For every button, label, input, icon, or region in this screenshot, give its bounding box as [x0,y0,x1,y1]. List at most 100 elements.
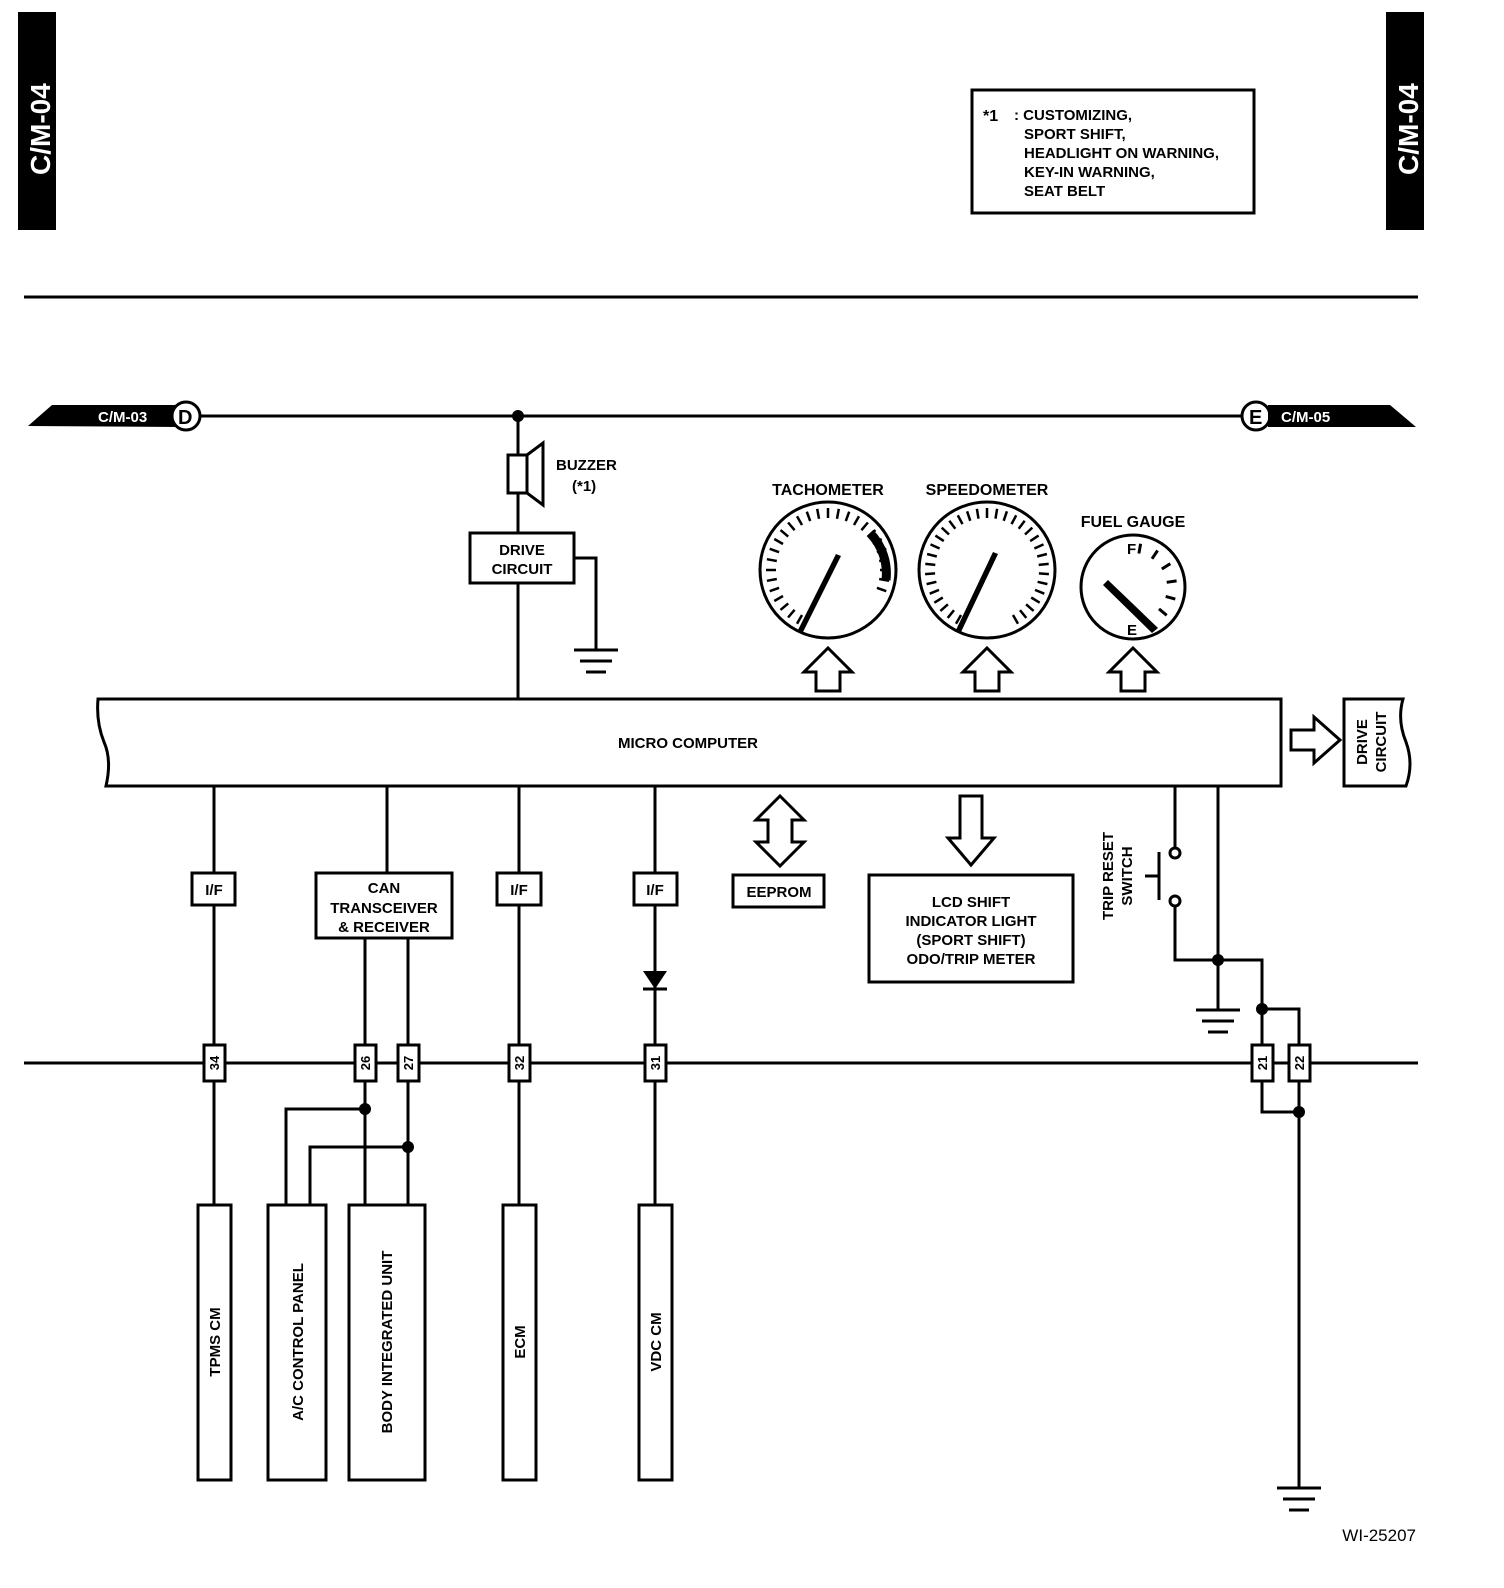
gauge-tick [994,508,999,519]
gauge-tick [1017,520,1026,530]
arrow-to-fuel-gauge [1105,645,1161,693]
bus-left-letter: D [178,407,192,429]
gauge-tick [1029,534,1040,543]
gauge-tick [1165,594,1176,601]
gauge-tick [860,521,869,532]
fuel-full-mark: F [1127,541,1136,558]
page-tab-left: C/M-04 [18,12,56,230]
gauge-tick [1034,588,1045,595]
gauge-tick [852,515,861,526]
arrow-to-drive-circuit [1289,713,1343,767]
gauge-tick [925,572,936,576]
svg-text:34: 34 [207,1055,222,1070]
gauge-tick [1038,572,1049,576]
gauge-tick [844,511,851,522]
gauge-tick [929,543,941,550]
svg-text:BODY INTEGRATED UNIT: BODY INTEGRATED UNIT [379,1251,396,1434]
svg-text:21: 21 [1255,1056,1270,1070]
note-line-4: KEY-IN WARNING, [1024,164,1155,181]
gauge-tick [1002,510,1009,522]
pin-31: 31 [643,1043,668,1083]
gauge-tick [769,586,780,593]
note-line-1: : CUSTOMIZING, [1014,107,1132,124]
svg-text:31: 31 [648,1056,663,1070]
gauge-tick [766,557,778,563]
gauge-tick [939,603,949,612]
gauge-tick [1024,526,1034,536]
note-marker: *1 [983,108,998,125]
gauge-tick [965,510,972,522]
buzzer-icon [506,416,545,533]
speedometer-label: SPEEDOMETER [926,482,1049,499]
can-branch: CAN TRANSCEIVER & RECEIVER [284,786,454,1205]
gauge-tick [1166,579,1177,584]
tachometer-icon [758,500,898,640]
gauge-tick [1019,609,1028,619]
gauge-tick [1030,596,1041,604]
arrow-to-tachometer [800,645,856,693]
speedometer-icon [917,500,1057,640]
gauge-tick [934,534,945,543]
gauge-tick [835,508,841,520]
pin-21: 21 [1250,1043,1275,1083]
trip-switch-line1: TRIP RESET [1100,832,1117,920]
buzzer-note: (*1) [572,478,596,495]
svg-text:VDC CM: VDC CM [648,1312,665,1371]
bus-left-ref: C/M-03 [98,409,147,426]
lcd-line-4: ODO/TRIP METER [907,951,1036,968]
lcd-box: LCD SHIFT INDICATOR LIGHT (SPORT SHIFT) … [867,873,1075,984]
pin-27: 27 [396,1043,421,1083]
gauge-tick [975,508,980,519]
if-label-ecm: I/F [510,882,528,899]
gauge-tick [1038,562,1049,567]
gauge-tick [779,529,790,538]
gauge-tick [926,580,937,586]
note-line-5: SEAT BELT [1024,183,1105,200]
gauge-tick [805,511,812,522]
gauge-tick [1158,607,1168,617]
gauge-tick [956,514,964,525]
svg-text:A/C CONTROL PANEL: A/C CONTROL PANEL [290,1263,307,1421]
gauge-tick [766,577,778,583]
note-line-2: SPORT SHIFT, [1024,126,1126,143]
drive-circuit-right: DRIVE CIRCUIT [1342,697,1412,788]
gauge-tick [948,520,957,530]
gauge-tick [1137,543,1143,554]
page-tab-left-label: C/M-04 [25,83,56,175]
trip-switch-line2: SWITCH [1119,846,1136,905]
svg-text:22: 22 [1292,1056,1307,1070]
pin-34: 34 [202,1043,227,1083]
micro-computer: MICRO COMPUTER [96,697,1283,788]
gauge-tick [1150,549,1159,560]
module-vdc-cm: VDC CM [637,1203,674,1482]
drive-circuit-right-line1: DRIVE [1354,719,1371,765]
gauge-tick [795,515,804,526]
svg-text:32: 32 [512,1056,527,1070]
pin-32: 32 [507,1043,532,1083]
vdc-branch: I/F [632,786,679,1205]
gauge-tick [946,609,955,619]
module-body-integrated-unit: BODY INTEGRATED UNIT [347,1203,427,1482]
module-tpms-cm: TPMS CM [196,1203,233,1482]
can-line-1: CAN [368,880,401,897]
gauge-tick [1037,580,1048,586]
pin-22: 22 [1287,1043,1312,1083]
gauge-tick [787,521,796,532]
svg-text:27: 27 [401,1056,416,1070]
lcd-line-2: INDICATOR LIGHT [905,913,1036,930]
lcd-line-1: LCD SHIFT [932,894,1010,911]
module-ac-control-panel: A/C CONTROL PANEL [266,1203,328,1482]
svg-text:ECM: ECM [512,1325,529,1358]
page-tab-right: C/M-04 [1386,12,1424,230]
gauge-tick [1161,562,1172,571]
gauge-tick [1025,603,1035,612]
eeprom-label: EEPROM [746,884,811,901]
tachometer-label: TACHOMETER [772,482,884,499]
gauge-tick [1033,543,1045,550]
can-line-2: TRANSCEIVER [330,900,438,917]
pin-26: 26 [353,1043,378,1083]
buzzer-label: BUZZER [556,457,617,474]
gauge-tick [940,526,950,536]
gauge-tick [925,562,936,567]
